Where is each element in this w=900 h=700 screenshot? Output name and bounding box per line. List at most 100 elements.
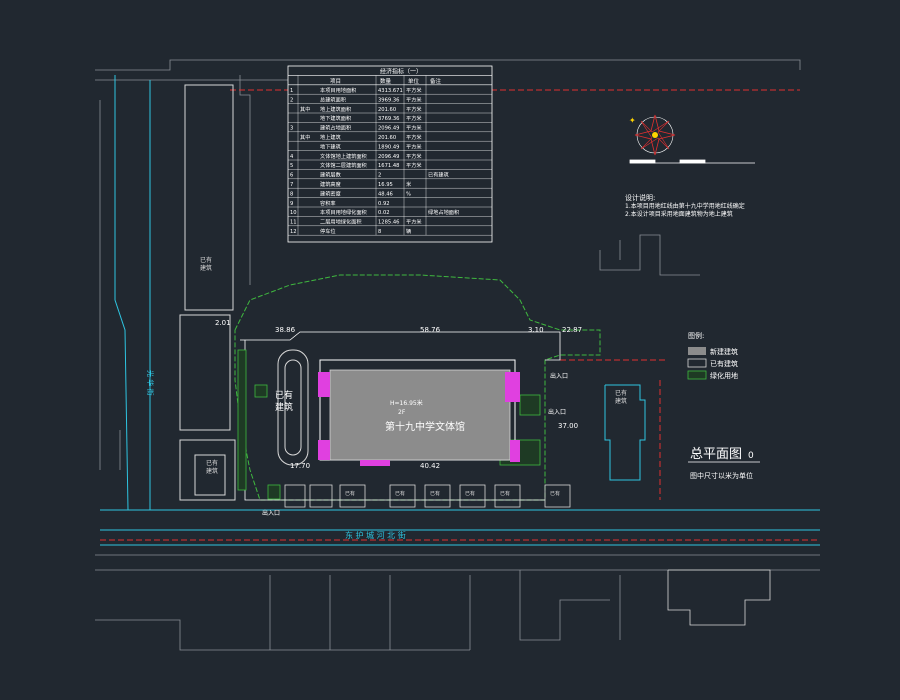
road-name-south: 东 护 城 河 北 街 (345, 530, 406, 540)
dim-label: 37.00 (558, 422, 578, 430)
table-cell: 文体馆地上建筑面积 (320, 152, 367, 160)
road-name-west: 光 华 街 (146, 370, 155, 395)
table-cell: 10 (290, 210, 297, 216)
table-cell: 6 (290, 173, 293, 179)
table-cell: 平方米 (406, 133, 422, 141)
existing-sports-field (277, 349, 309, 466)
dim-label: 22.87 (562, 326, 582, 334)
drawing-title: 总平面图 (690, 447, 742, 462)
table-cell: 地下建筑面积 (320, 114, 351, 122)
table-cell: 平方米 (406, 161, 422, 169)
table-cell: % (406, 191, 411, 197)
table-cell: 4313.671 (378, 88, 403, 94)
table-cell: 平方米 (406, 105, 422, 113)
table-cell: 12 (290, 229, 297, 235)
table-cell: 4 (290, 154, 294, 160)
context-lot-lines (95, 59, 820, 651)
building-floors: 2F (398, 409, 406, 416)
table-header: 项目 (330, 78, 341, 85)
wind-rose: ✦ (629, 114, 676, 156)
table-cell: 16.95 (378, 182, 393, 188)
dim-label: 3.10 (528, 326, 544, 334)
existing-building-label-center: 已有 (275, 389, 293, 401)
existing-building-label-right: 已有 (615, 389, 627, 397)
table-cell: 文体馆二层建筑面积 (320, 161, 367, 169)
drawing-title-suffix: 0 (748, 451, 754, 461)
existing-building-label-lower-2: 建筑 (206, 467, 218, 475)
table-cell: 2 (378, 173, 381, 179)
table-cell: 1671.48 (378, 163, 399, 169)
table-cell: 1890.49 (378, 144, 399, 150)
road-lines (100, 75, 820, 546)
new-building (318, 359, 520, 466)
table-cell: 1 (290, 88, 293, 94)
table-cell: 平方米 (406, 218, 422, 226)
table-cell: 8 (378, 229, 381, 235)
site-green-boundary (234, 274, 601, 501)
table-cell: 平方米 (406, 124, 422, 132)
north-arrow-icon: ✦ (629, 116, 636, 125)
existing-building-label-left-2: 建筑 (200, 264, 212, 272)
scale-bar (629, 159, 755, 164)
table-cell: 建筑层数 (320, 171, 342, 179)
dim-label: 38.86 (275, 326, 296, 334)
entrance-label: 出入口 (262, 509, 280, 517)
table-cell: 3969.36 (378, 97, 399, 103)
existing-building-left-tall (179, 84, 236, 501)
table-cell: 平方米 (406, 86, 422, 94)
legend-label-new: 新建建筑 (710, 347, 738, 356)
table-cell: 总建筑面积 (320, 95, 346, 103)
table-cell: 2 (290, 97, 293, 103)
table-cell: 1285.46 (378, 220, 399, 226)
design-note-line-1: 1.本项目用地红线由第十九中学用地红线确定 (625, 202, 745, 210)
legend-items: 新建建筑 已有建筑 绿化用地 (687, 347, 738, 380)
table-cell: 2096.49 (378, 126, 399, 132)
table-cell: 0.92 (378, 201, 390, 207)
existing-building-right (604, 384, 646, 481)
table-cell: 建筑高度 (320, 180, 341, 188)
table-cell: 11 (290, 220, 297, 226)
table-cell: 辆 (406, 227, 411, 235)
legend-label-green: 绿化用地 (710, 371, 738, 380)
table-cell: 建筑占地面积 (320, 124, 351, 132)
table-title: 经济指标（一） (380, 68, 422, 76)
table-cell: 平方米 (406, 142, 422, 150)
table-cell: 5 (290, 163, 293, 169)
table-cell: 3 (290, 126, 293, 132)
table-cell: 停车位 (320, 227, 336, 235)
table-cell: 建筑密度 (320, 189, 341, 197)
legend-label-existing: 已有建筑 (710, 359, 738, 368)
table-cell: 8 (290, 191, 293, 197)
table-cell: 容积率 (320, 199, 336, 207)
label: 已有 (500, 490, 510, 497)
table-header: 单位 (408, 77, 420, 85)
entrance-label: 出入口 (550, 372, 568, 380)
label: 已有 (430, 490, 440, 497)
table-cell: 平方米 (406, 95, 422, 103)
design-notes-heading: 设计说明: (625, 193, 655, 202)
design-note-line-2: 2.本设计项目采用地面建筑物为地上建筑 (625, 210, 733, 218)
entrance-label: 出入口 (548, 408, 566, 416)
label: 已有 (550, 490, 560, 497)
table-header: 备注 (430, 77, 442, 85)
legend-swatch-new (688, 347, 706, 355)
label: 已有 (345, 490, 355, 497)
dim-label: 58.76 (420, 326, 441, 334)
existing-building-label-left: 已有 (200, 256, 212, 264)
dim-label: 17.70 (290, 462, 310, 470)
table-cell: 其中 (300, 105, 310, 113)
building-height-note: H=16.95米 (390, 399, 423, 407)
table-cell: 地上建筑面积 (320, 105, 351, 113)
unit-note: 图中尺寸以米为单位 (690, 471, 753, 480)
dimension-labels: 38.86 58.76 3.10 22.87 2.01 17.70 40.42 … (215, 319, 582, 470)
legend-swatch-green (687, 370, 707, 380)
table-cell: 3769.36 (378, 116, 399, 122)
existing-building-label-center-2: 建筑 (275, 401, 293, 413)
table-cell: 201.60 (378, 107, 396, 113)
existing-buildings-south (284, 484, 571, 508)
table-cell: 其中 (300, 133, 310, 141)
label: 已有 (465, 490, 475, 497)
table-cell: 48.46 (378, 191, 393, 197)
table-cell: 2096.49 (378, 154, 399, 160)
